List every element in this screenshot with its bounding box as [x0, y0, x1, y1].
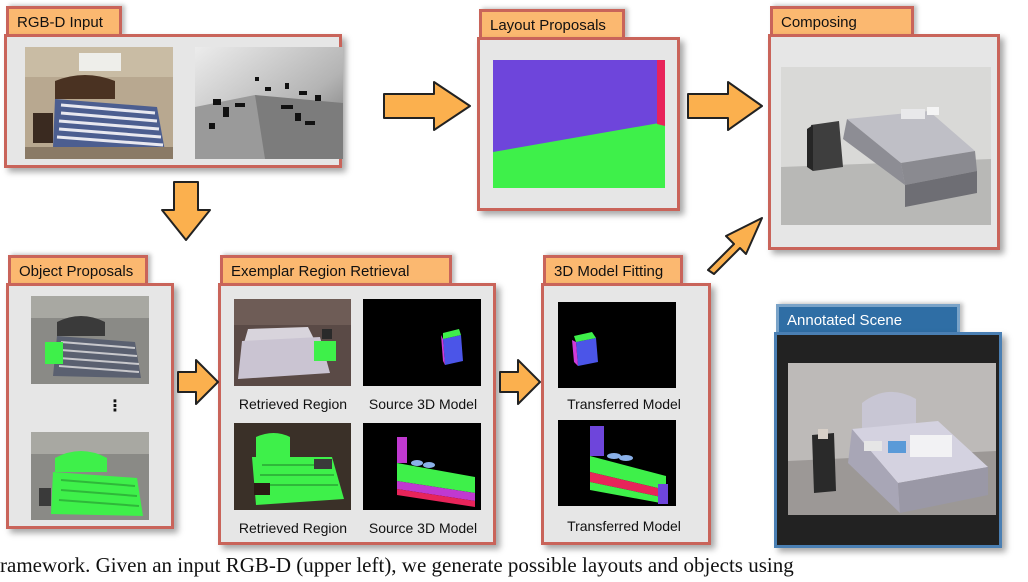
rgbd-input-tab: RGB-D Input [6, 6, 122, 36]
exemplar-retrieval-tab: Exemplar Region Retrieval [220, 255, 452, 285]
fitting-caption-2: Transferred Model [567, 518, 681, 534]
exemplar-caption-2: Source 3D Model [368, 396, 478, 412]
source-3d-model-1 [363, 299, 481, 386]
arrow-objects-to-exemplar [177, 359, 219, 405]
exemplar-caption-1: Retrieved Region [238, 396, 348, 412]
source-3d-model-2 [363, 423, 481, 510]
annotated-scene-panel [774, 332, 1002, 548]
object-proposals-panel: ⋮ [6, 283, 174, 529]
rgbd-input-title: RGB-D Input [17, 14, 103, 31]
arrow-layout-to-composing [687, 81, 763, 131]
object-proposals-tab: Object Proposals [8, 255, 148, 285]
annotated-render [788, 363, 996, 515]
composing-tab: Composing [770, 6, 914, 36]
arrow-rgbd-to-layout [383, 81, 471, 131]
composed-render [781, 67, 991, 225]
annotated-scene-title: Annotated Scene [787, 312, 903, 329]
object-proposals-title: Object Proposals [19, 263, 134, 280]
model-fitting-title: 3D Model Fitting [554, 263, 664, 280]
arrow-exemplar-to-fitting [499, 359, 541, 405]
arrow-fitting-to-composing [707, 217, 763, 275]
exemplar-retrieval-title: Exemplar Region Retrieval [231, 263, 410, 280]
figure-caption: ramework. Given an input RGB-D (upper le… [0, 553, 794, 577]
retrieved-region-1 [234, 299, 351, 386]
object-proposal-2 [31, 432, 149, 520]
rgbd-input-panel [4, 34, 343, 168]
model-fitting-panel: Transferred Model Transferred Model [541, 283, 711, 545]
retrieved-region-2 [234, 423, 351, 510]
annotated-scene-tab: Annotated Scene [776, 304, 960, 334]
exemplar-caption-4: Source 3D Model [368, 520, 478, 536]
object-proposal-1 [31, 296, 149, 384]
exemplar-retrieval-panel: Retrieved Region Source 3D Model Retriev… [218, 283, 496, 545]
composing-title: Composing [781, 14, 857, 31]
model-fitting-tab: 3D Model Fitting [543, 255, 683, 285]
transferred-model-1 [558, 302, 676, 388]
layout-segmentation [493, 60, 665, 188]
composing-panel [768, 34, 1000, 250]
arrow-rgbd-to-objects [161, 181, 211, 241]
depth-map [195, 47, 343, 159]
exemplar-caption-3: Retrieved Region [238, 520, 348, 536]
rgb-photo [25, 47, 173, 159]
more-proposals-ellipsis: ⋮ [107, 398, 123, 415]
layout-proposals-tab: Layout Proposals [479, 9, 625, 39]
layout-proposals-panel [477, 37, 680, 211]
transferred-model-2 [558, 420, 676, 506]
layout-proposals-title: Layout Proposals [490, 17, 606, 34]
fitting-caption-1: Transferred Model [567, 396, 681, 412]
